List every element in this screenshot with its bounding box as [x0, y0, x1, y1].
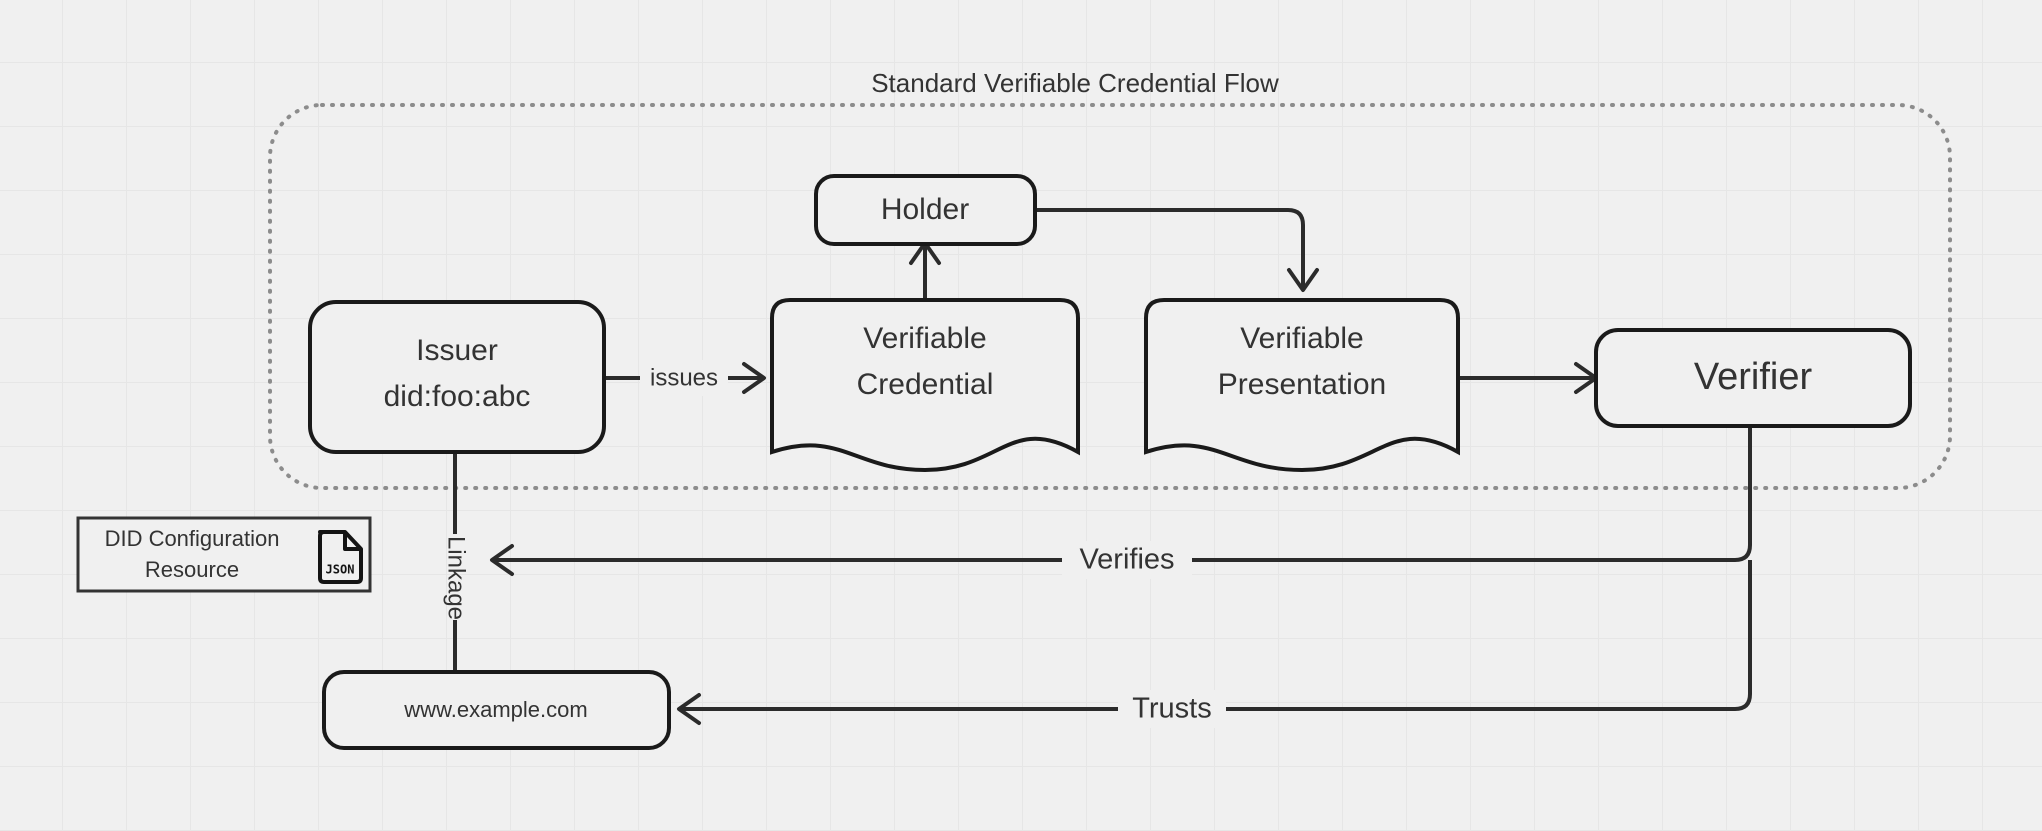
node-holder[interactable]: Holder [814, 174, 1037, 246]
standard-flow-group-boundary [268, 103, 1952, 490]
node-did-config-line2: Resource [145, 557, 239, 582]
node-domain[interactable]: www.example.com [322, 670, 671, 750]
edge-verifier-verifies: Verifies [490, 428, 1752, 579]
node-did-configuration-resource[interactable]: DID Configuration Resource JSON [76, 516, 372, 593]
node-credential-line1: Verifiable [863, 322, 986, 355]
edge-verifier-trusts: Trusts [677, 560, 1752, 728]
node-presentation-line2: Presentation [1218, 368, 1386, 401]
node-credential-line2: Credential [857, 368, 994, 401]
edge-issuer-linkage: Linkage [443, 448, 470, 690]
json-file-icon: JSON [318, 530, 363, 584]
group-title: Standard Verifiable Credential Flow [871, 68, 1279, 98]
node-holder-label: Holder [881, 193, 969, 226]
json-icon-label: JSON [326, 563, 355, 577]
edge-issuer-to-credential: issues [604, 360, 766, 396]
node-issuer[interactable]: Issuer did:foo:abc [308, 300, 606, 454]
node-issuer-title: Issuer [416, 334, 498, 367]
edge-label-linkage: Linkage [443, 536, 470, 620]
node-verifiable-credential[interactable]: Verifiable Credential [770, 298, 1080, 473]
node-verifier-label: Verifier [1694, 356, 1813, 398]
node-domain-label: www.example.com [403, 697, 587, 722]
edge-label-trusts: Trusts [1132, 693, 1211, 725]
edge-label-verifies: Verifies [1079, 544, 1174, 576]
edge-holder-to-presentation [1035, 208, 1319, 292]
node-verifier[interactable]: Verifier [1594, 328, 1912, 428]
node-verifiable-presentation[interactable]: Verifiable Presentation [1144, 298, 1460, 473]
node-presentation-line1: Verifiable [1240, 322, 1363, 355]
edge-credential-to-holder [909, 241, 941, 300]
edge-presentation-to-verifier [1460, 362, 1598, 394]
edge-label-issues: issues [650, 364, 718, 391]
node-issuer-did: did:foo:abc [384, 380, 531, 413]
node-did-config-line1: DID Configuration [105, 526, 280, 551]
